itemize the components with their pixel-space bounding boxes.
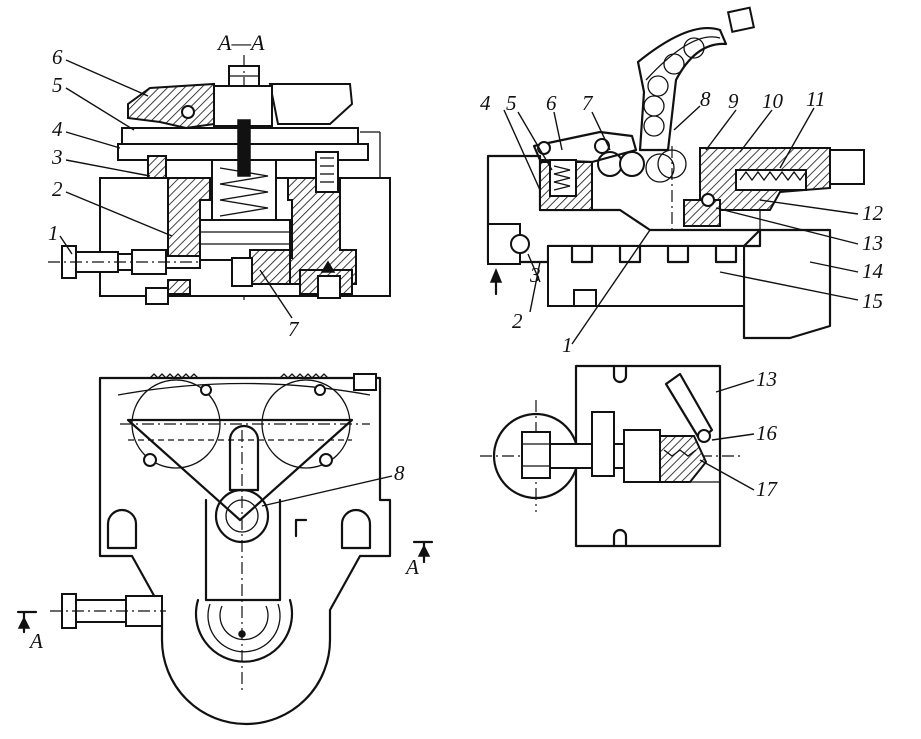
label-6: 6 [52,45,63,69]
clamp-lever-right [268,83,354,125]
section-view-a-a: A—A [48,30,391,341]
section-mark-left: A [28,629,43,653]
label-r3: 3 [529,263,541,287]
label-r6: 6 [546,91,557,115]
label-7: 7 [288,317,300,341]
label-r13b: 13 [756,367,777,391]
side-section-view: 4 5 6 7 8 9 10 11 12 13 14 15 3 2 1 [480,6,884,357]
label-r14: 14 [862,259,884,283]
label-4: 4 [52,117,63,141]
label-r4: 4 [480,91,491,115]
clamp-lever-left [127,82,215,130]
central-rod [237,119,251,177]
label-8: 8 [394,461,405,485]
label-r12: 12 [862,201,884,225]
label-r15: 15 [862,289,883,313]
section-mark-right: A [404,555,419,579]
label-r11: 11 [806,87,825,111]
label-r13: 13 [862,231,883,255]
label-r8: 8 [700,87,711,111]
u-cutout-outer [194,598,294,663]
triangle-plate [126,418,354,522]
label-2: 2 [52,177,63,201]
label-r9: 9 [728,89,739,113]
detail-view: 13 16 17 [480,364,779,548]
feed-chute-outer [636,26,728,152]
label-r16: 16 [756,421,778,445]
label-1: 1 [48,221,59,245]
plan-body-outline [98,376,392,726]
detail-lever [664,372,714,442]
section-title: A—A [216,30,265,55]
label-r1: 1 [562,333,573,357]
central-slot [228,424,260,492]
plan-view: A A 8 [16,373,434,726]
detail-plate [574,364,722,548]
label-r2: 2 [512,309,523,333]
label-r17: 17 [756,477,779,501]
label-r5: 5 [506,91,517,115]
label-r7: 7 [582,91,594,115]
label-5: 5 [52,73,63,97]
label-3: 3 [51,145,63,169]
label-r10: 10 [762,89,784,113]
